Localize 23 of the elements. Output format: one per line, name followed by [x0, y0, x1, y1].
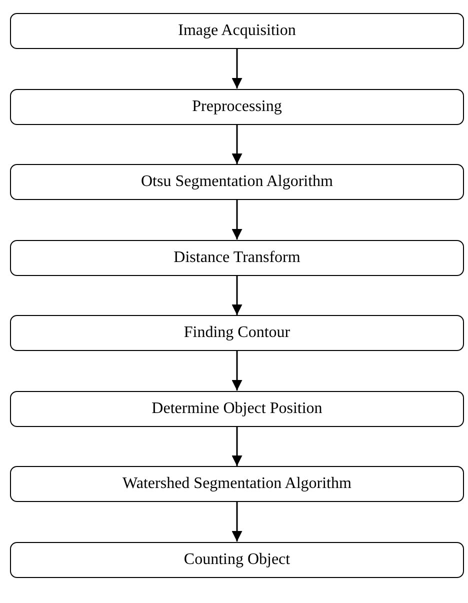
- step-label: Distance Transform: [174, 248, 300, 266]
- step-label: Image Acquisition: [178, 22, 296, 40]
- process-box: [10, 240, 464, 276]
- step-label: Counting Object: [184, 550, 290, 568]
- step-label: Preprocessing: [192, 98, 282, 116]
- process-box: [10, 542, 464, 578]
- arrow: [232, 49, 242, 88]
- step-label: Determine Object Position: [152, 400, 322, 418]
- step-label: Watershed Segmentation Algorithm: [122, 475, 352, 493]
- arrow: [232, 124, 242, 164]
- step-label: Finding Contour: [184, 324, 290, 342]
- step-label: Otsu Segmentation Algorithm: [141, 173, 333, 191]
- process-box: [10, 390, 464, 426]
- process-box: [10, 315, 464, 351]
- arrow: [232, 351, 242, 390]
- arrow: [232, 200, 242, 240]
- process-box: [10, 88, 464, 124]
- process-box: [10, 13, 464, 49]
- process-box: [10, 466, 464, 502]
- arrow: [232, 276, 242, 315]
- arrow: [232, 426, 242, 466]
- arrow: [232, 502, 242, 542]
- process-box: [10, 164, 464, 200]
